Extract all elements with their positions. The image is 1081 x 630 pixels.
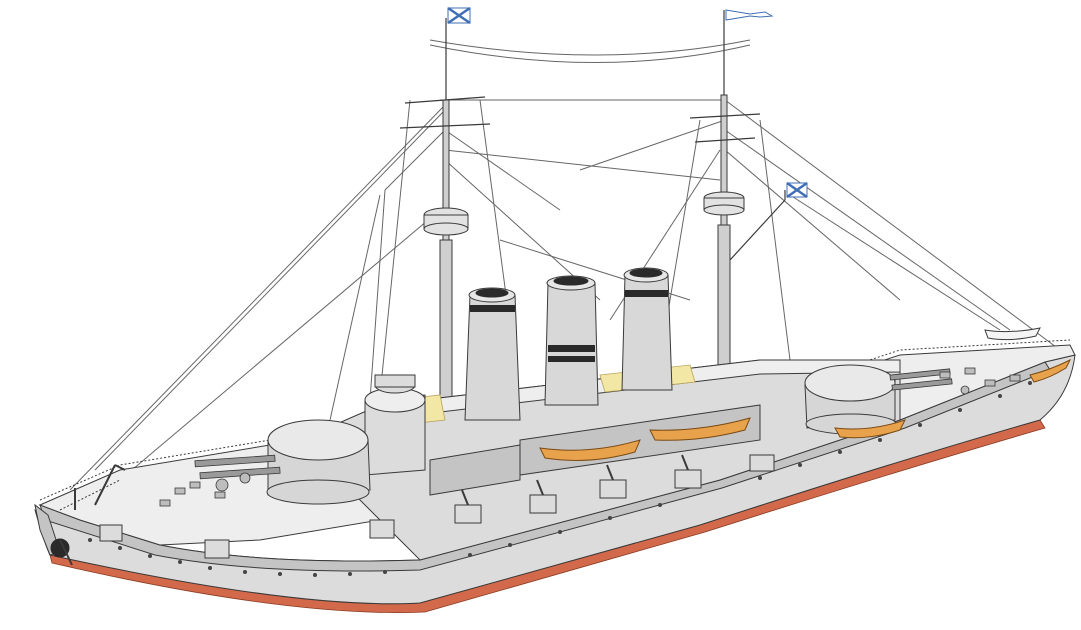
funnel-fore (464, 287, 521, 421)
fore-turret (194, 419, 371, 505)
casemate-guns (99, 454, 775, 559)
aft-flag-icon (786, 181, 808, 199)
aft-turret (804, 364, 953, 435)
bow-crane (74, 464, 126, 510)
portholes (88, 381, 1032, 577)
funnel-middle (544, 275, 599, 406)
mainmast (689, 10, 786, 371)
anchor-icon (50, 538, 73, 566)
hull (34, 354, 1076, 613)
fore-flag-icon (447, 6, 471, 25)
deck-fittings (159, 367, 1021, 507)
boats (539, 327, 1072, 461)
funnel-aft (621, 267, 673, 391)
foremast (399, 18, 491, 401)
main-pennant-icon (725, 9, 774, 21)
